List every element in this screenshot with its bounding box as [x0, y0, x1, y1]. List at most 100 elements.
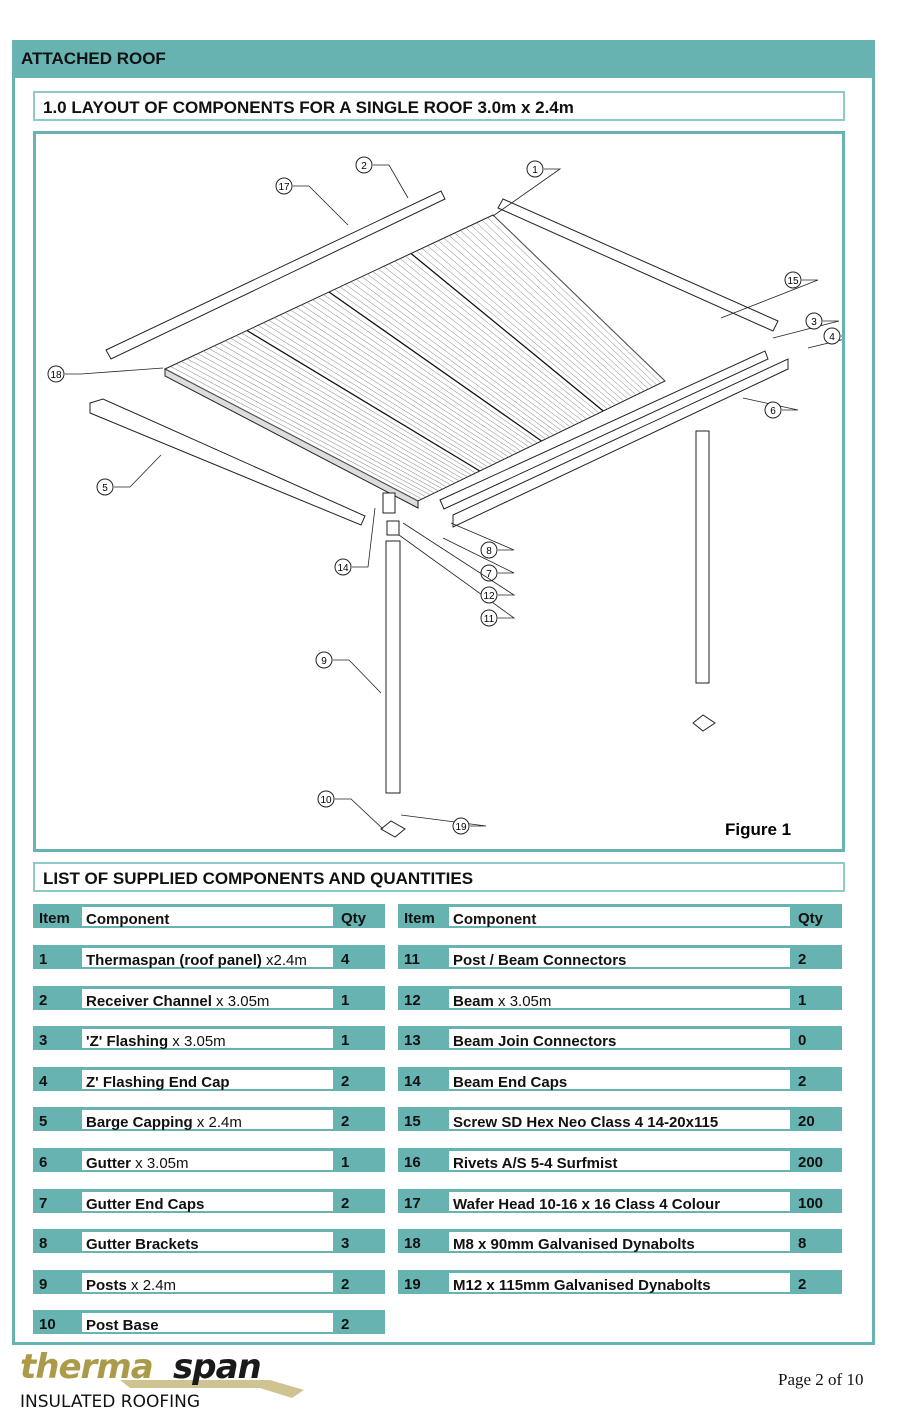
- panel-join: [328, 291, 542, 442]
- corrugation-line: [399, 258, 596, 416]
- quantity: 4: [341, 951, 350, 968]
- callout-circle: [96, 478, 114, 496]
- layout-title: 1.0 LAYOUT OF COMPONENTS FOR A SINGLE RO…: [43, 98, 574, 117]
- corrugation-line: [367, 273, 571, 428]
- callout-leader: [450, 522, 515, 551]
- item-number: 1: [39, 951, 48, 968]
- component-name: Posts: [86, 1276, 127, 1294]
- qty-cell: 1: [335, 1148, 385, 1172]
- callout-number: 17: [278, 182, 290, 193]
- item-number: 9: [39, 1275, 48, 1293]
- callout-leader: [742, 397, 799, 411]
- callout-leader: [807, 335, 842, 349]
- quantity: 1: [798, 991, 807, 1009]
- qty-cell: 2: [335, 1188, 385, 1213]
- callout-leader: [352, 507, 376, 568]
- post-base-right: [692, 714, 716, 732]
- corrugation-line: [432, 243, 620, 404]
- corrugation-line: [487, 217, 662, 384]
- quantity: 100: [798, 1194, 824, 1212]
- item-cell: 7: [33, 1188, 80, 1213]
- thermaspan-logo: therma span INSULATED ROOFING: [20, 1347, 310, 1415]
- qty-cell: 1: [792, 985, 842, 1010]
- callout-number: 10: [320, 795, 332, 806]
- item-cell: 16: [398, 1148, 447, 1172]
- corrugation-line: [181, 361, 431, 496]
- component-name: Screw SD Hex Neo Class 4 14-20x115: [453, 1114, 719, 1132]
- section-header: ATTACHED ROOF: [12, 40, 875, 78]
- callout-circle: [526, 160, 544, 178]
- callout-circle: [334, 558, 352, 576]
- callout-circle: [355, 156, 373, 174]
- quantity: 0: [798, 1032, 807, 1050]
- component-cell: Posts x 2.4m: [80, 1269, 335, 1294]
- component-cell: Component: [447, 904, 792, 928]
- item-number: 2: [39, 991, 48, 1009]
- barge-capping: [89, 398, 366, 526]
- component-name: M12 x 115mm Galvanised Dynabolts: [453, 1276, 711, 1294]
- gutter: [439, 350, 769, 510]
- callout-circle: [315, 651, 333, 669]
- item-cell: 2: [33, 985, 80, 1010]
- component-name: Thermaspan (roof panel): [86, 952, 262, 969]
- callout-number: 9: [321, 656, 327, 667]
- corrugation-line: [175, 363, 427, 498]
- qty-cell: 100: [792, 1188, 842, 1213]
- corrugation-line: [164, 368, 419, 502]
- figure-caption: Figure 1: [725, 820, 791, 839]
- callout-circle: [317, 790, 335, 808]
- corrugation-line: [481, 219, 657, 386]
- component-cell: Wafer Head 10-16 x 16 Class 4 Colour: [447, 1188, 792, 1213]
- quantity: Qty: [341, 910, 367, 927]
- qty-cell: 8: [792, 1229, 842, 1254]
- qty-cell: 0: [792, 1026, 842, 1051]
- component-name: Beam Join Connectors: [453, 1033, 617, 1051]
- qty-cell: 200: [792, 1148, 842, 1172]
- component-name: Component: [453, 911, 537, 928]
- item-number: 19: [404, 1275, 421, 1293]
- item-number: 12: [404, 991, 421, 1009]
- logo-graphic: therma span INSULATED ROOFING: [20, 1347, 304, 1412]
- callout-number: 2: [361, 161, 367, 172]
- corrugation-line: [279, 314, 505, 460]
- callout-number: 15: [787, 276, 799, 287]
- quantity: 2: [341, 1275, 350, 1293]
- component-name: Barge Capping: [86, 1114, 193, 1132]
- logo-span: span: [173, 1350, 261, 1387]
- post-base-left: [380, 820, 406, 838]
- receiver-channel: [105, 190, 446, 360]
- item-number: 16: [404, 1154, 421, 1171]
- component-name: Component: [86, 911, 170, 928]
- item-number: 3: [39, 1032, 48, 1050]
- qty-cell: 2: [792, 1269, 842, 1294]
- callout-circle: [480, 586, 498, 604]
- quantity: Qty: [798, 910, 824, 927]
- callout-number: 19: [455, 822, 467, 833]
- component-size: x 3.05m: [493, 992, 552, 1010]
- qty-cell: 3: [335, 1229, 385, 1254]
- callout-circle: [452, 817, 470, 835]
- corrugation-line: [203, 350, 447, 488]
- item-cell: 1: [33, 945, 80, 969]
- corrugation-line: [274, 317, 501, 462]
- post-beam-connector: [386, 520, 400, 536]
- corrugation-line: [388, 263, 587, 420]
- corrugation-line: [306, 302, 526, 450]
- callout-number: 18: [50, 370, 62, 381]
- corrugation-line: [214, 345, 456, 484]
- component-cell: Beam Join Connectors: [447, 1026, 792, 1051]
- component-name: Gutter End Caps: [86, 1195, 205, 1213]
- callout-circle: [480, 541, 498, 559]
- callout-leader: [402, 522, 516, 596]
- component-cell: Post Base: [80, 1310, 335, 1335]
- quantity: 8: [798, 1235, 807, 1253]
- beam-end-cap: [382, 492, 396, 514]
- item-number: 7: [39, 1194, 48, 1212]
- quantity: 20: [798, 1113, 815, 1131]
- quantity: 3: [341, 1235, 350, 1253]
- component-cell: 'Z' Flashing x 3.05m: [80, 1026, 335, 1051]
